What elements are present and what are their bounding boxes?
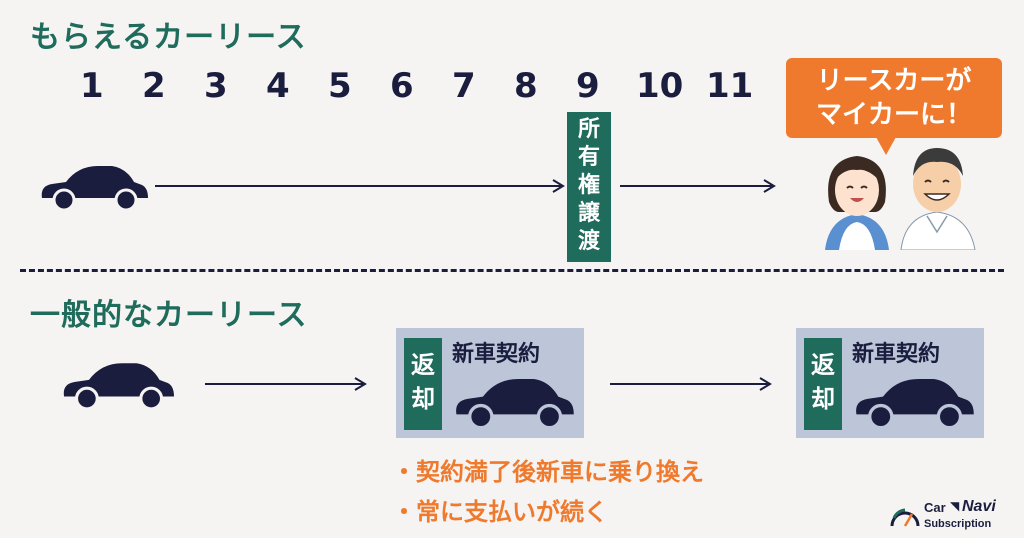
section-title-ownable: もらえるカーリース [30, 20, 307, 55]
timeline-arrow [620, 179, 776, 193]
ownership-transfer-badge: 所 有 権 譲 渡 [567, 112, 611, 262]
return-char: 却 [811, 385, 835, 413]
return-badge: 返 却 [404, 338, 442, 430]
section-divider [20, 269, 1004, 272]
new-contract-label: 新車契約 [452, 342, 541, 367]
year-label: 4 [266, 66, 290, 106]
year-label: 6 [390, 66, 414, 106]
ownership-char: 渡 [577, 229, 600, 254]
note-item: ・契約満了後新車に乗り換え [392, 458, 704, 486]
ownership-char: 権 [577, 173, 600, 198]
ownership-char: 譲 [577, 201, 600, 226]
speedometer-icon [890, 508, 920, 527]
note-item: ・常に支払いが続く [392, 498, 608, 526]
return-new-contract-box: 返 却 新車契約 [796, 328, 984, 438]
year-label: 11 [706, 66, 754, 106]
ownership-char: 所 [577, 117, 600, 142]
year-label: 3 [204, 66, 228, 106]
speech-bubble: リースカーが マイカーに！ [786, 58, 1002, 138]
timeline-arrow [205, 377, 367, 391]
year-label: 7 [452, 66, 476, 106]
year-label: 5 [328, 66, 352, 106]
year-label: 9 [576, 66, 600, 106]
speech-bubble-tail [876, 137, 896, 155]
car-icon [63, 363, 174, 411]
logo-subscription-text: Subscription [924, 518, 992, 530]
logo: Car ◥ Navi Subscription [888, 498, 1018, 534]
logo-check-icon: ◥ [950, 499, 960, 513]
return-new-contract-box: 返 却 新車契約 [396, 328, 584, 438]
car-icon [456, 378, 574, 430]
year-label: 2 [142, 66, 166, 106]
speech-line: リースカーが [816, 66, 972, 96]
car-icon [856, 378, 974, 430]
year-label: 8 [514, 66, 538, 106]
speech-line: マイカーに！ [815, 100, 972, 130]
new-contract-label: 新車契約 [852, 342, 941, 367]
return-char: 返 [811, 351, 835, 379]
logo-navi-text: Navi [962, 498, 996, 515]
car-icon [41, 166, 148, 212]
return-char: 却 [411, 385, 435, 413]
return-badge: 返 却 [804, 338, 842, 430]
year-label: 1 [80, 66, 104, 106]
timeline-arrow [610, 377, 772, 391]
timeline-arrow [155, 179, 565, 193]
year-label: 10 [636, 66, 684, 106]
return-char: 返 [411, 351, 435, 379]
ownership-char: 有 [577, 145, 600, 170]
couple-illustration-icon [825, 148, 976, 250]
logo-car-text: Car [924, 500, 946, 515]
section-title-general: 一般的なカーリース [30, 298, 308, 333]
